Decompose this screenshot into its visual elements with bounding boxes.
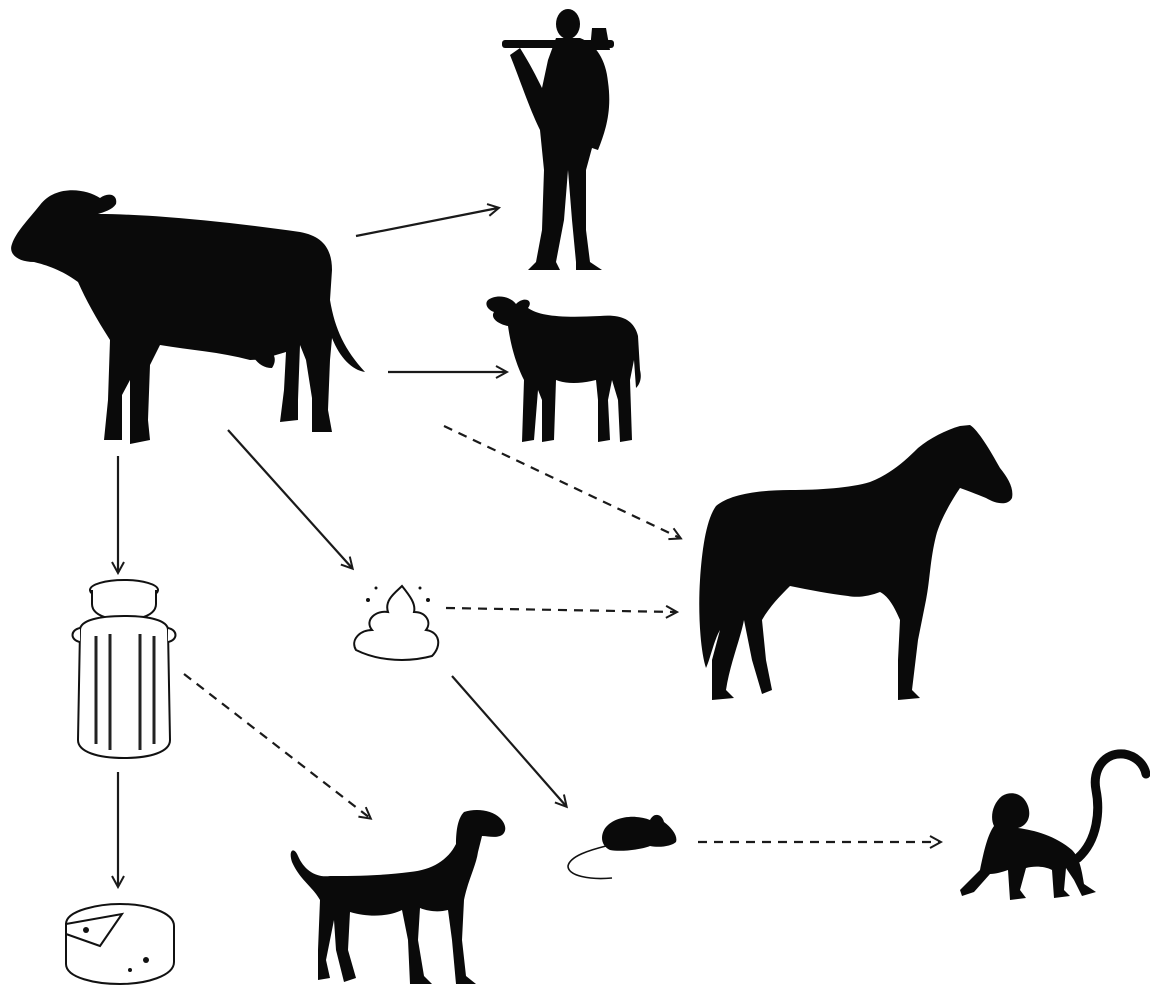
edge-manure-horse <box>446 608 676 612</box>
edge-cow-manure <box>228 430 352 568</box>
mouse-icon <box>568 815 676 879</box>
edge-manure-mouse <box>452 676 566 806</box>
milk-can-icon <box>73 580 176 758</box>
edge-cow-human <box>356 208 498 236</box>
dog-icon <box>291 810 506 984</box>
monkey-icon <box>960 754 1146 900</box>
horse-icon <box>699 425 1012 700</box>
manure-icon <box>354 586 438 660</box>
cow-icon <box>11 190 365 444</box>
calf-icon <box>486 297 640 442</box>
human-icon <box>502 9 614 270</box>
edge-milk-can-dog <box>184 674 370 818</box>
edge-cow-horse <box>444 426 680 538</box>
cheese-icon <box>66 904 174 984</box>
